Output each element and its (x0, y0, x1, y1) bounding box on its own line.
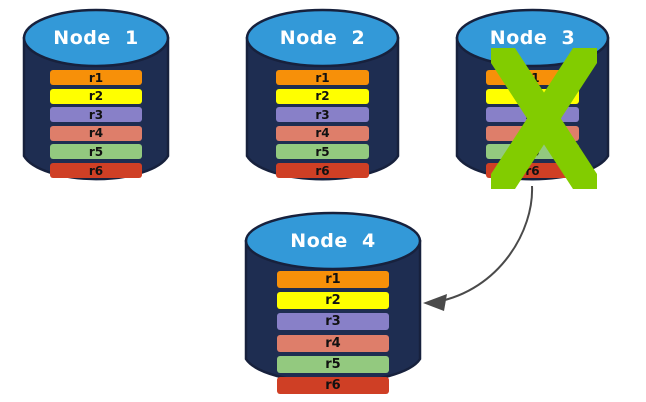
row-r3-node2: r3 (276, 107, 369, 123)
row-r5-node3: r5 (486, 144, 579, 160)
row-r3-node1: r3 (50, 107, 142, 123)
row-r5-node1: r5 (50, 144, 142, 160)
row-r4-node3: r4 (486, 125, 579, 141)
row-r3-node3: r3 (486, 107, 579, 123)
row-r2-node2: r2 (276, 88, 369, 104)
row-r4-node4: r4 (277, 334, 389, 352)
row-r6-node1: r6 (50, 163, 142, 178)
row-r1-node1: r1 (50, 70, 142, 85)
row-r6-node2: r6 (276, 163, 369, 178)
row-r5-node4: r5 (277, 355, 389, 373)
row-r2-node4: r2 (277, 292, 389, 310)
row-r2-node3: r2 (486, 88, 579, 104)
row-r2-node1: r2 (50, 88, 142, 104)
row-r4-node2: r4 (276, 125, 369, 141)
row-r4-node1: r4 (50, 125, 142, 141)
row-r5-node2: r5 (276, 144, 369, 160)
row-r3-node4: r3 (277, 313, 389, 331)
row-r1-node2: r1 (276, 70, 369, 85)
row-r1-node4: r1 (277, 271, 389, 288)
row-r6-node4: r6 (277, 377, 389, 394)
row-r6-node3: r6 (486, 163, 579, 178)
row-r1-node3: r1 (486, 70, 579, 85)
